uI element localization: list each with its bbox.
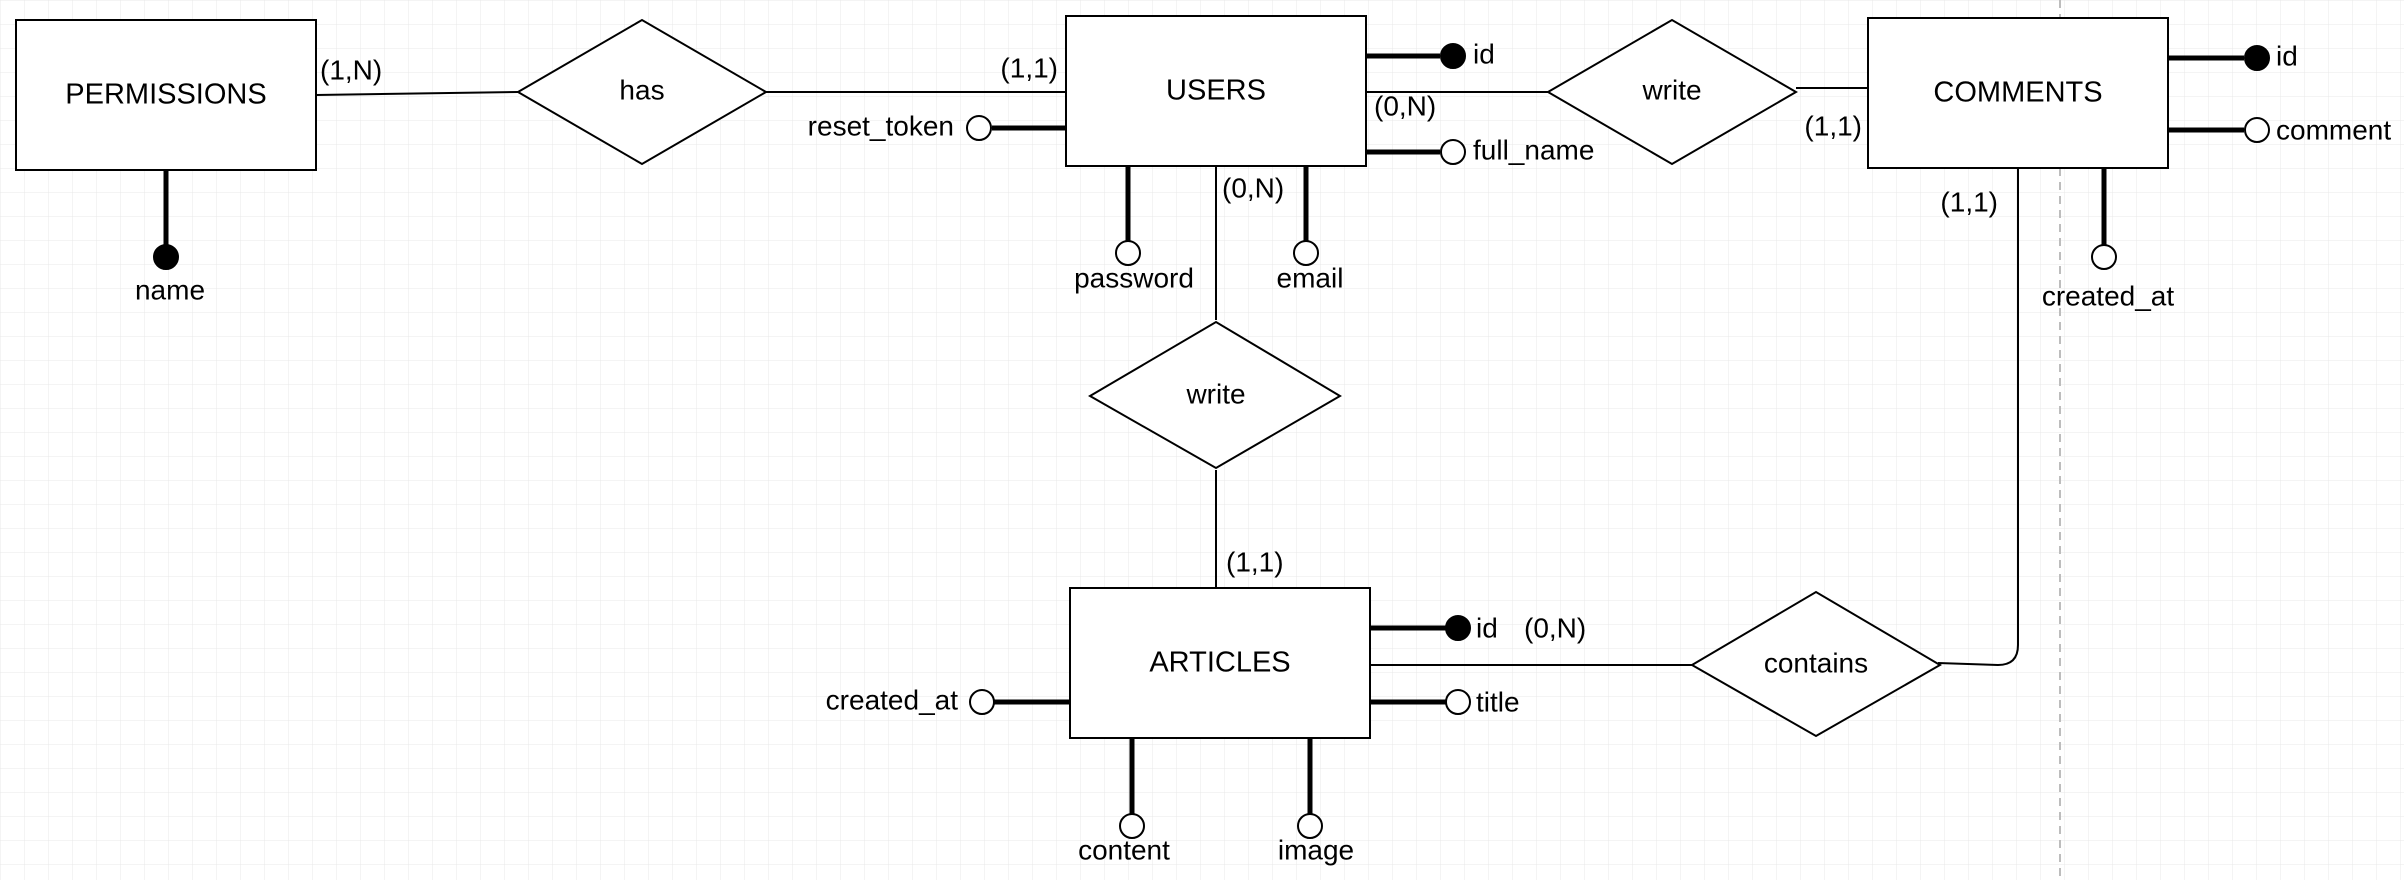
relationship-shapes <box>516 18 1942 738</box>
comments-created-at-marker <box>2091 244 2117 270</box>
entity-boxes <box>15 15 2169 739</box>
connector-lines <box>315 87 2019 667</box>
entity-comments-label: COMMENTS <box>1933 77 2102 109</box>
card-users-has: (1,1) <box>1000 52 1058 83</box>
attr-users-password: password <box>1074 262 1194 293</box>
entity-articles-label: ARTICLES <box>1149 647 1290 679</box>
card-users-write-comments: (0,N) <box>1374 90 1436 121</box>
attribute-labels: name id full_name reset_token password e… <box>135 38 2391 865</box>
relationship-users-write-articles[interactable] <box>1088 320 1342 470</box>
articles-image-marker <box>1297 813 1323 839</box>
attr-articles-title: title <box>1476 686 1520 717</box>
attribute-markers <box>153 43 2270 839</box>
articles-content-marker <box>1119 813 1145 839</box>
relationship-labels: has write write contains <box>619 74 1868 678</box>
permissions-name-key-marker <box>153 244 179 270</box>
articles-created-at-marker <box>969 689 995 715</box>
card-comments-contains: (1,1) <box>1940 186 1998 217</box>
attr-comments-comment: comment <box>2276 114 2391 145</box>
card-articles-contains: (0,N) <box>1524 612 1586 643</box>
users-reset-token-marker <box>966 115 992 141</box>
attribute-stems <box>163 53 2244 824</box>
attr-comments-created-at: created_at <box>2042 280 2175 311</box>
entity-users[interactable] <box>1065 15 1367 167</box>
card-comments-write: (1,1) <box>1804 110 1862 141</box>
attr-articles-image: image <box>1278 834 1354 865</box>
users-id-key-marker <box>1440 43 1466 69</box>
articles-title-marker <box>1445 689 1471 715</box>
attr-comments-id: id <box>2276 40 2298 71</box>
relationship-users-write-articles-label: write <box>1185 378 1245 409</box>
entity-permissions[interactable] <box>15 19 317 171</box>
users-password-marker <box>1115 240 1141 266</box>
users-email-marker <box>1293 240 1319 266</box>
attr-articles-content: content <box>1078 834 1170 865</box>
cardinality-labels: (1,N) (1,1) (0,N) (1,1) (0,N) (1,1) (0,N… <box>320 52 1998 643</box>
attr-articles-id: id <box>1476 612 1498 643</box>
articles-id-key-marker <box>1445 615 1471 641</box>
attr-users-id: id <box>1473 38 1495 69</box>
attr-users-email: email <box>1277 262 1344 293</box>
card-articles-write: (1,1) <box>1226 546 1284 577</box>
card-users-write-articles: (0,N) <box>1222 172 1284 203</box>
permissions-has-line <box>315 91 519 96</box>
entity-comments[interactable] <box>1867 17 2169 169</box>
attr-users-full-name: full_name <box>1473 134 1594 165</box>
attr-articles-created-at: created_at <box>826 684 959 715</box>
relationship-users-write-comments-label: write <box>1641 74 1701 105</box>
entity-users-label: USERS <box>1166 75 1266 107</box>
attr-users-reset-token: reset_token <box>808 110 954 141</box>
comments-comment-marker <box>2244 117 2270 143</box>
entity-labels: PERMISSIONS USERS COMMENTS ARTICLES <box>65 75 2102 679</box>
relationship-has[interactable] <box>516 18 768 166</box>
entity-permissions-label: PERMISSIONS <box>65 79 266 111</box>
contains-comments-line <box>1937 168 2019 667</box>
card-permissions-has: (1,N) <box>320 54 382 85</box>
relationship-users-write-comments[interactable] <box>1546 18 1798 166</box>
attr-permissions-name: name <box>135 274 205 305</box>
relationship-contains[interactable] <box>1690 590 1942 738</box>
relationship-has-label: has <box>619 74 664 105</box>
users-full-name-marker <box>1440 139 1466 165</box>
comments-id-key-marker <box>2244 45 2270 71</box>
relationship-contains-label: contains <box>1764 647 1868 678</box>
entity-articles[interactable] <box>1069 587 1371 739</box>
